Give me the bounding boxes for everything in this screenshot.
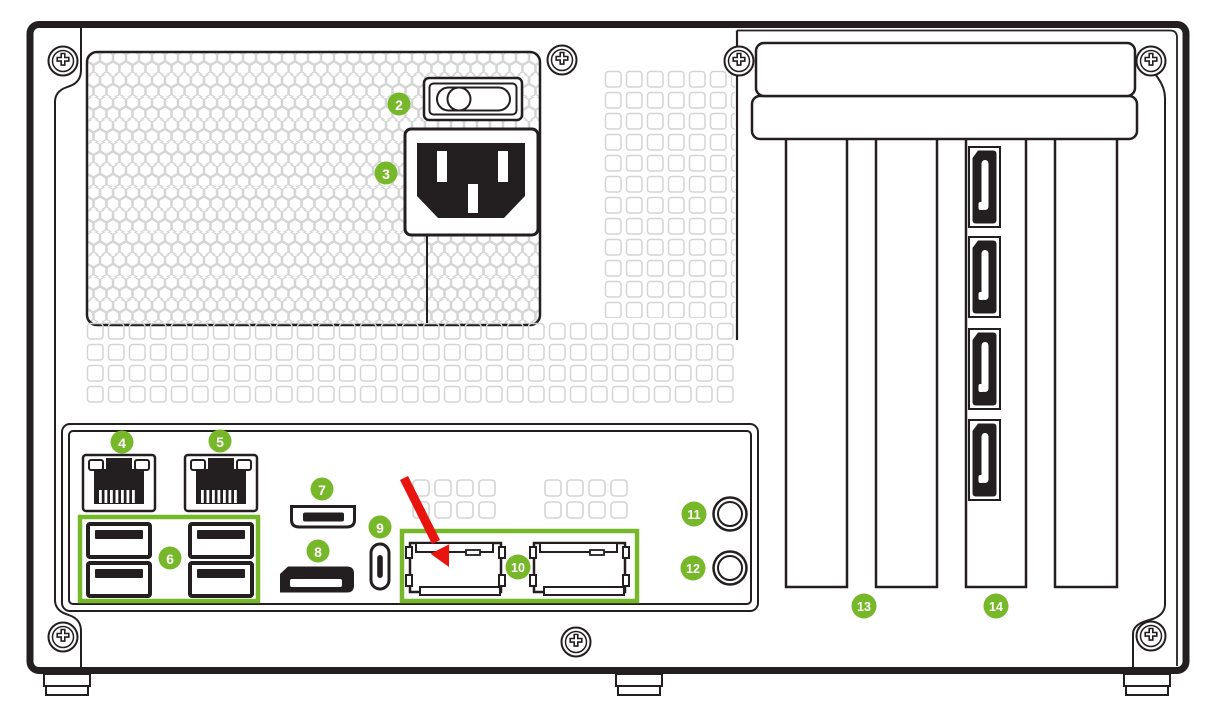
callout-9: 9: [368, 515, 392, 539]
pcie-retention-bar-lower: [750, 94, 1139, 141]
screw-bottom-left: [47, 621, 79, 653]
screw-top-left: [47, 45, 79, 77]
qsfp-port-2: [528, 541, 631, 597]
red-pointer-arrow: [399, 475, 450, 567]
usb-a-port-4: [188, 561, 254, 598]
hdmi-port: [290, 505, 356, 529]
callout-2-number: 2: [395, 97, 403, 113]
chassis-foot-left: [43, 673, 91, 696]
chassis-foot-middle: [615, 673, 663, 696]
callout-11: 11: [681, 501, 707, 527]
callout-8-number: 8: [314, 544, 322, 560]
callout-13-number: 13: [857, 600, 871, 614]
callout-8: 8: [306, 539, 330, 563]
pcie-slot-blank-2: [874, 136, 939, 589]
callout-12: 12: [680, 555, 706, 581]
screw-bottom-middle: [560, 626, 592, 658]
callout-3: 3: [374, 161, 398, 185]
pcie-retention-bar-upper: [754, 41, 1137, 98]
chassis-foot-right: [1123, 673, 1171, 696]
usb-c-port: [369, 542, 391, 591]
screw-top-center: [723, 45, 755, 77]
io-vent-right: [544, 479, 628, 519]
gpu-displayport-1: [968, 146, 1001, 228]
ac-power-inlet: [403, 127, 540, 323]
callout-14-number: 14: [989, 600, 1003, 614]
vent-grid-column: [604, 70, 735, 318]
callout-3-number: 3: [382, 166, 390, 182]
callout-9-number: 9: [376, 520, 384, 536]
callout-7-number: 7: [318, 482, 326, 498]
pcie-area: [750, 41, 1139, 589]
gpu-displayport-2: [968, 236, 1001, 318]
callouts: 2 3 4 5 6 7 8 9: [110, 92, 1009, 619]
screw-bottom-right: [1135, 620, 1167, 652]
vent-grid-band: [86, 322, 735, 406]
left-panel-seam: [54, 28, 82, 667]
callout-11-number: 11: [687, 508, 700, 522]
callout-5-number: 5: [216, 434, 224, 450]
pcie-slot-blank-3: [1053, 136, 1119, 589]
callout-4-number: 4: [118, 435, 126, 451]
usb-a-port-1: [86, 522, 152, 559]
round-button-upper: [712, 496, 748, 532]
qsfp-group-highlight: [399, 528, 640, 604]
pcie-slot-blank-1: [784, 136, 849, 589]
usb-group-highlight: [77, 514, 261, 604]
callout-6-number: 6: [166, 551, 174, 567]
callout-2: 2: [387, 92, 411, 116]
callout-13: 13: [851, 593, 877, 619]
callout-7: 7: [310, 477, 334, 501]
callout-10-number: 10: [511, 561, 525, 575]
screw-top-middle: [546, 44, 578, 76]
callout-14: 14: [983, 593, 1009, 619]
round-button-lower: [712, 550, 748, 586]
gpu-displayport-4: [968, 419, 1001, 501]
qsfp-port-1: [404, 541, 507, 597]
usb-a-port-2: [188, 522, 254, 559]
ethernet-port-1: [81, 453, 157, 513]
callout-10: 10: [505, 554, 531, 580]
gpu-displayport-3: [968, 328, 1001, 410]
screw-top-right: [1135, 45, 1167, 77]
power-switch: [422, 76, 524, 122]
displayport: [280, 566, 354, 593]
usb-a-port-3: [86, 561, 152, 598]
ethernet-port-2: [183, 453, 259, 513]
callout-6: 6: [158, 546, 182, 570]
right-panel-inner-line: [737, 29, 1178, 666]
callout-12-number: 12: [686, 562, 700, 576]
callout-5: 5: [208, 429, 232, 453]
io-panel: [61, 423, 759, 612]
callout-4: 4: [110, 430, 134, 454]
